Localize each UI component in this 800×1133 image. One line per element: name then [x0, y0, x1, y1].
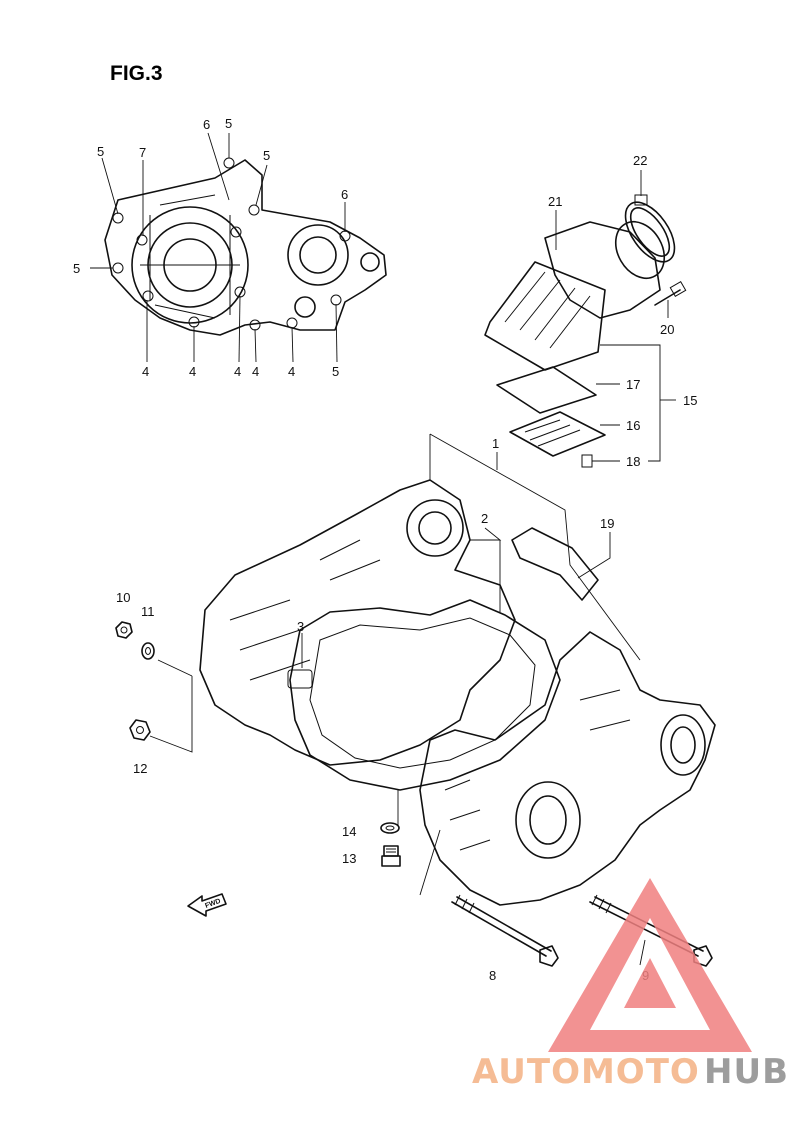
callout-16: 16 — [626, 418, 640, 433]
reed-valve-assembly — [484, 194, 687, 468]
crankcase-inner-half — [104, 157, 387, 336]
callout-19: 19 — [600, 516, 614, 531]
callout-18: 18 — [626, 454, 640, 469]
callout-2: 2 — [481, 511, 488, 526]
nut-10 — [115, 621, 133, 639]
callout-20: 20 — [660, 322, 674, 337]
callout-4b: 4 — [189, 364, 196, 379]
callout-13: 13 — [342, 851, 356, 866]
callout-8: 8 — [489, 968, 496, 983]
plug-13 — [381, 845, 401, 867]
callout-4c: 4 — [234, 364, 241, 379]
callout-4e: 4 — [288, 364, 295, 379]
callout-4a: 4 — [142, 364, 149, 379]
upper-left-leaders — [90, 132, 346, 363]
callout-5a: 5 — [97, 144, 104, 159]
callout-4d: 4 — [252, 364, 259, 379]
crankcase-assembly — [199, 479, 716, 906]
callout-6a: 6 — [203, 117, 210, 132]
callout-numbers: 5 7 6 5 5 6 5 4 4 4 4 4 5 22 21 20 17 15… — [73, 116, 697, 983]
watermark-text-automoto: AUTOMOTO — [472, 1052, 700, 1092]
callout-5e: 5 — [332, 364, 339, 379]
callout-5b: 5 — [225, 116, 232, 131]
forward-direction-arrow-icon: FWD — [187, 893, 227, 917]
callout-14: 14 — [342, 824, 356, 839]
bolt-8 — [451, 894, 559, 967]
upper-right-leaders — [555, 170, 676, 462]
automotohub-watermark-logo: AUTOMOTO HUB — [472, 878, 789, 1092]
callout-21: 21 — [548, 194, 562, 209]
callout-15: 15 — [683, 393, 697, 408]
callout-1: 1 — [492, 436, 499, 451]
callout-22: 22 — [633, 153, 647, 168]
callout-12: 12 — [133, 761, 147, 776]
callout-6b: 6 — [341, 187, 348, 202]
watermark-text-hub: HUB — [704, 1052, 789, 1092]
callout-3: 3 — [297, 619, 304, 634]
callout-7: 7 — [139, 145, 146, 160]
center-leaders — [149, 433, 646, 966]
figure-title: FIG.3 — [110, 62, 163, 85]
washer-14 — [380, 822, 400, 834]
callout-17: 17 — [626, 377, 640, 392]
callout-5c: 5 — [263, 148, 270, 163]
callout-10: 10 — [116, 590, 130, 605]
callout-5d: 5 — [73, 261, 80, 276]
nut-12 — [129, 719, 151, 741]
washer-11 — [141, 642, 155, 660]
callout-11: 11 — [141, 604, 155, 619]
